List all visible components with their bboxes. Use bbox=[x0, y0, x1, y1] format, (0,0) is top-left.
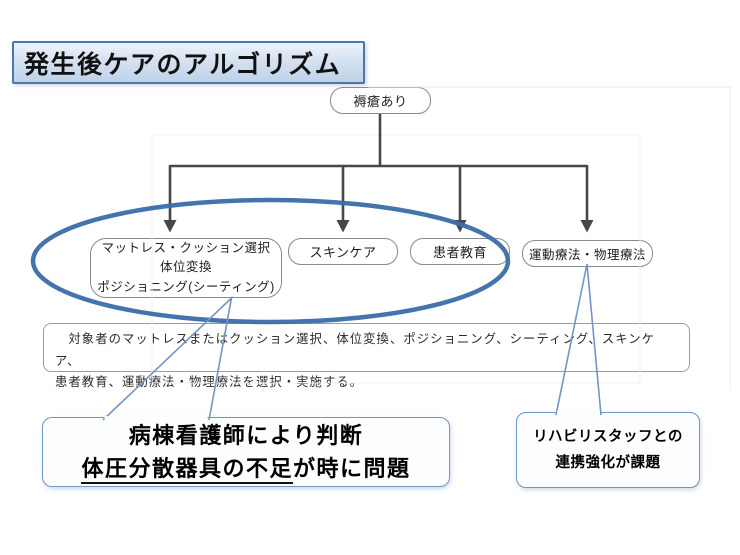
callout-line: 病棟看護師により判断 bbox=[128, 423, 364, 448]
down-arrow-head-icon bbox=[336, 220, 350, 233]
flow-branch-lines bbox=[168, 164, 589, 220]
nurse-judgement-callout: 病棟看護師により判断 体圧分散器具の不足が時に問題 bbox=[42, 417, 450, 487]
flow-node-patient-education: 患者教育 bbox=[410, 238, 510, 265]
down-arrow-head-icon bbox=[163, 220, 177, 233]
rehab-collaboration-callout: リハビリスタッフとの 連携強化が課題 bbox=[516, 412, 700, 488]
page-title: 発生後ケアのアルゴリズム bbox=[12, 41, 365, 84]
down-arrow-head-icon bbox=[580, 220, 594, 233]
down-arrow-head-icon bbox=[453, 220, 467, 233]
callout-line: 体圧分散器具の不足が時に問題 bbox=[81, 452, 410, 485]
flow-node-pressure-ulcer: 褥瘡あり bbox=[330, 87, 431, 114]
flow-node-mattress-cushion: マットレス・クッション選択 体位変換 ポジショニング(シーティング) bbox=[90, 238, 282, 298]
summary-note: 対象者のマットレスまたはクッション選択、体位変換、ポジショニング、シーティング、… bbox=[43, 323, 690, 389]
flow-node-exercise-physical-therapy: 運動療法・物理療法 bbox=[522, 240, 653, 267]
underlined-text: 体圧分散器具の不足 bbox=[81, 456, 293, 484]
callout-line-rest: が時に問題 bbox=[293, 456, 411, 481]
flow-node-skin-care: スキンケア bbox=[288, 238, 398, 265]
